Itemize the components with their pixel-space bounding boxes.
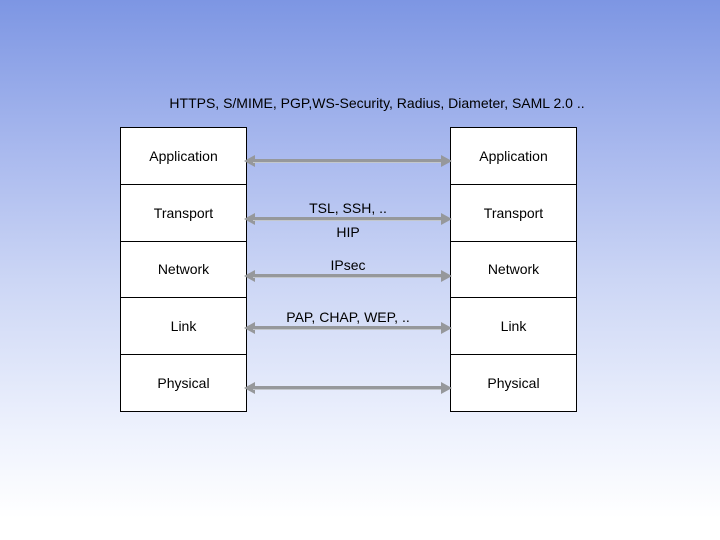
arrow-shaft xyxy=(253,274,443,278)
protocol-stack-left: Application Transport Network Link Physi… xyxy=(120,127,247,412)
arrowhead-left-icon xyxy=(244,382,255,394)
double-arrow-network: IPsec xyxy=(244,257,452,282)
layer-cell-physical: Physical xyxy=(157,375,210,392)
double-arrow-link: PAP, CHAP, WEP, .. xyxy=(244,309,452,334)
connection-label-below: HIP xyxy=(336,224,360,240)
arrow-shaft xyxy=(253,326,443,330)
arrowhead-right-icon xyxy=(441,155,452,167)
slide-title: HTTPS, S/MIME, PGP,WS-Security, Radius, … xyxy=(169,95,585,111)
connection-label-above: TSL, SSH, .. xyxy=(309,200,387,216)
layer-cell-transport: Transport xyxy=(121,185,246,242)
double-arrow-transport: TSL, SSH, .. HIP xyxy=(244,200,452,240)
arrowhead-left-icon xyxy=(244,213,255,225)
arrowhead-right-icon xyxy=(441,382,452,394)
connection-label-above: PAP, CHAP, WEP, .. xyxy=(286,309,410,325)
double-arrow-physical xyxy=(244,382,452,394)
layer-cell-application: Application xyxy=(451,128,576,185)
connection-label-above: IPsec xyxy=(330,257,366,273)
protocol-stack-right: Application Transport Network Link Physi… xyxy=(450,127,577,412)
double-arrow-application xyxy=(244,155,452,167)
arrow-shaft xyxy=(253,159,443,163)
layer-cell-network: Network xyxy=(451,242,576,299)
arrowhead-left-icon xyxy=(244,155,255,167)
layer-cell-physical: Physical xyxy=(487,375,540,392)
layer-cell-transport: Transport xyxy=(451,185,576,242)
layer-cell-application: Application xyxy=(121,128,246,185)
layer-cell-link: Link xyxy=(121,298,246,356)
arrowhead-left-icon xyxy=(244,270,255,282)
arrow-shaft xyxy=(253,217,443,221)
arrowhead-right-icon xyxy=(441,213,452,225)
arrowhead-left-icon xyxy=(244,322,255,334)
arrowhead-right-icon xyxy=(441,322,452,334)
arrowhead-right-icon xyxy=(441,270,452,282)
arrow-shaft xyxy=(253,386,443,390)
layer-cell-link: Link xyxy=(451,298,576,356)
layer-cell-network: Network xyxy=(121,242,246,299)
